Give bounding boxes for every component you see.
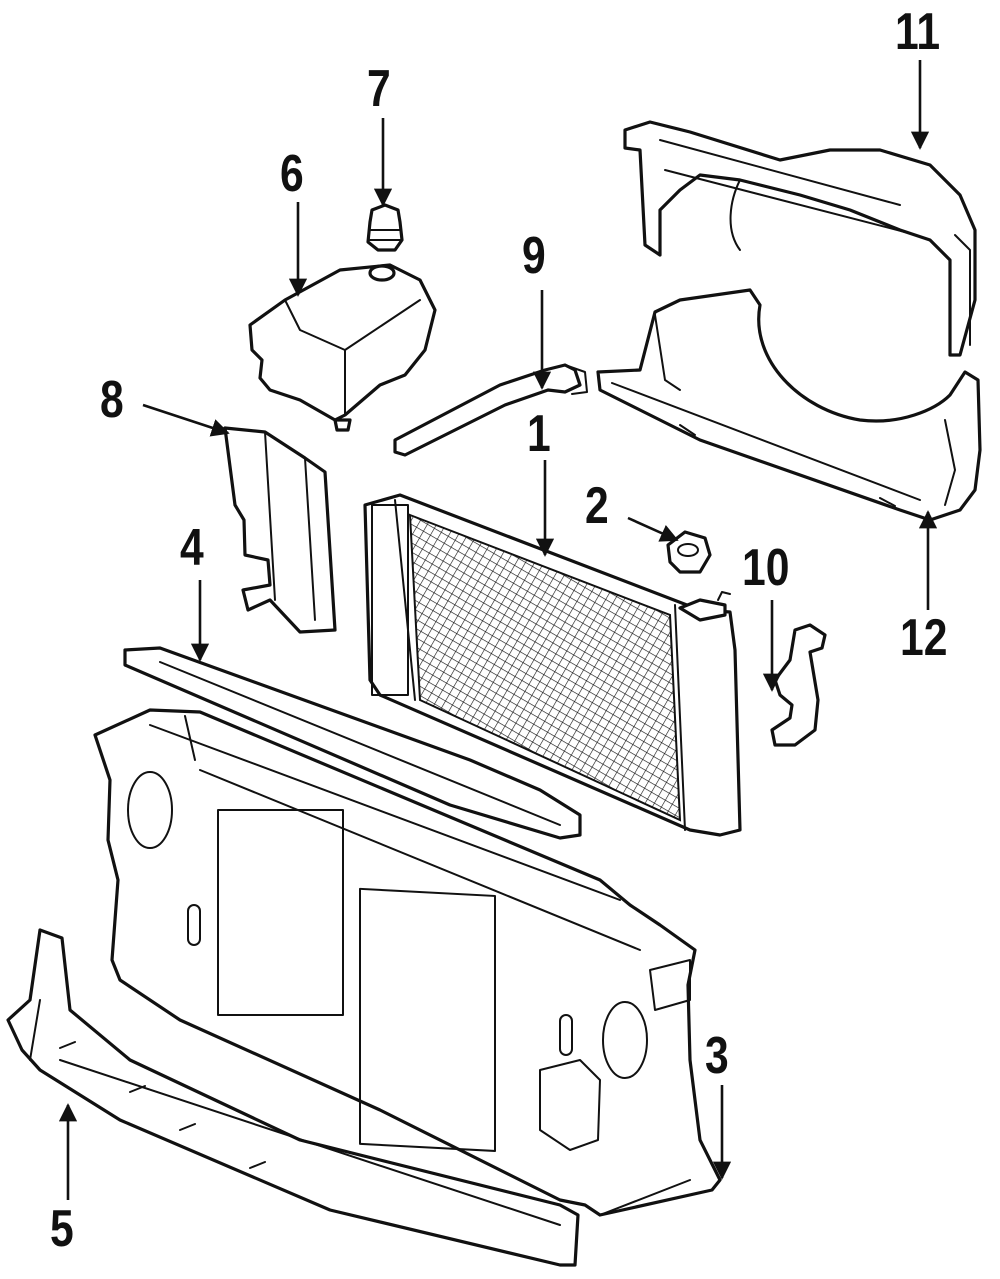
radiator [363, 493, 742, 837]
callout-1: 1 [527, 405, 551, 463]
lower-deflector [6, 928, 580, 1267]
callout-11: 11 [895, 3, 941, 61]
lower-fan-shroud [596, 288, 982, 522]
callout-7: 7 [367, 60, 391, 118]
callout-10: 10 [742, 539, 790, 597]
callout-6: 6 [280, 145, 304, 203]
reservoir-cap [366, 203, 404, 252]
callout-9: 9 [522, 227, 546, 285]
callout-2: 2 [585, 477, 609, 535]
callout-3: 3 [705, 1027, 729, 1085]
upper-radiator-hose [393, 363, 588, 457]
radiator-baffle [223, 426, 337, 634]
callout-5: 5 [50, 1200, 74, 1258]
upper-support-bar [123, 646, 582, 840]
callout-4: 4 [180, 519, 204, 577]
radiator-cap [666, 530, 712, 574]
leader-lines [58, 60, 938, 1200]
lower-radiator-hose [770, 623, 827, 747]
coolant-reservoir [248, 263, 437, 432]
callout-8: 8 [100, 371, 124, 429]
callout-12: 12 [900, 609, 948, 667]
radiator-support [93, 708, 722, 1217]
upper-fan-shroud [623, 120, 977, 357]
